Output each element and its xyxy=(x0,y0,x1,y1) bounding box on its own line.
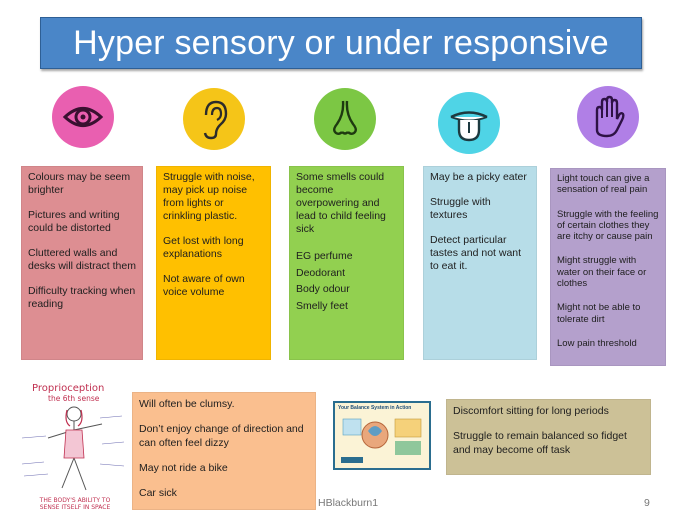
touch-item: Light touch can give a sensation of real… xyxy=(557,173,650,196)
slide-title: Hyper sensory or under responsive xyxy=(40,17,642,69)
hand-icon xyxy=(577,86,639,148)
touch-item: Struggle with the feeling of certain clo… xyxy=(557,208,659,243)
proprioception-item: Will often be clumsy. xyxy=(139,398,235,410)
sight-item: Difficulty tracking when reading xyxy=(28,285,136,310)
proprioception-item: Don’t enjoy change of direction and can … xyxy=(139,423,304,449)
smell-item: EG perfume Deodorant Body odour Smelly f… xyxy=(296,250,353,312)
sight-item: Pictures and writing could be distorted xyxy=(28,209,120,234)
touch-item: Might struggle with water on their face … xyxy=(557,255,647,290)
smell-item: Some smells could become overpowering an… xyxy=(296,171,386,235)
hearing-box: Struggle with noise, may pick up noise f… xyxy=(156,166,271,360)
balance-box: Discomfort sitting for long periods Stru… xyxy=(446,399,651,475)
footer-author: HBlackburn1 xyxy=(318,497,379,509)
nose-icon xyxy=(314,88,376,150)
touch-item: Might not be able to tolerate dirt xyxy=(557,302,641,325)
taste-item: Struggle with textures xyxy=(430,196,491,221)
smell-box: Some smells could become overpowering an… xyxy=(289,166,404,360)
inner-ear-diagram xyxy=(341,418,422,463)
taste-box: May be a picky eater Struggle with textu… xyxy=(423,166,537,360)
sight-box: Colours may be seem brighter Pictures an… xyxy=(21,166,143,360)
touch-item: Low pain threshold xyxy=(557,337,637,349)
stick-figure-illustration xyxy=(21,406,125,491)
eye-icon xyxy=(52,86,114,148)
taste-item: Detect particular tastes and not want to… xyxy=(430,234,522,272)
sight-item: Colours may be seem brighter xyxy=(28,171,131,196)
ear-icon xyxy=(183,88,245,150)
proprioception-caption: THE BODY'S ABILITY TO SENSE ITSELF IN SP… xyxy=(39,497,111,511)
hearing-item: Not aware of own voice volume xyxy=(163,273,245,298)
balance-system-image: Your Balance System in Action xyxy=(333,401,431,470)
hearing-item: Get lost with long explanations xyxy=(163,235,244,260)
balance-item: Struggle to remain balanced so fidget an… xyxy=(453,430,627,456)
proprioception-item: May not ride a bike xyxy=(139,462,228,474)
balance-item: Discomfort sitting for long periods xyxy=(453,405,609,417)
tongue-icon xyxy=(438,92,500,154)
proprioception-box: Will often be clumsy. Don’t enjoy change… xyxy=(132,392,316,510)
proprioception-sketch: Proprioception the 6th sense THE BODY'S … xyxy=(18,380,130,515)
taste-item: May be a picky eater xyxy=(430,171,527,183)
touch-box: Light touch can give a sensation of real… xyxy=(550,168,666,366)
proprioception-subheading: the 6th sense xyxy=(48,394,100,403)
proprioception-item: Car sick xyxy=(139,487,177,499)
proprioception-heading: Proprioception xyxy=(32,383,105,394)
hearing-item: Struggle with noise, may pick up noise f… xyxy=(163,171,255,222)
sight-item: Cluttered walls and desks will distract … xyxy=(28,247,136,272)
page-number: 9 xyxy=(644,497,650,509)
balance-image-title: Your Balance System in Action xyxy=(338,405,412,411)
